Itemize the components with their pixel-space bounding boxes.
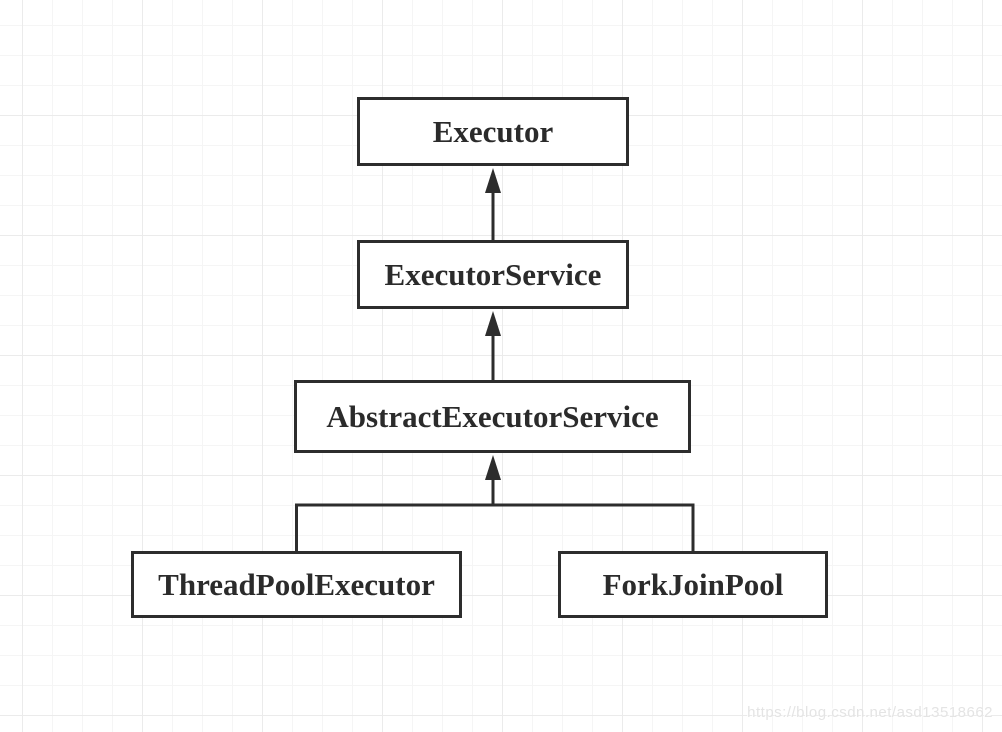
arrowhead-icon: [485, 168, 501, 193]
watermark: https://blog.csdn.net/asd13518662: [747, 704, 993, 721]
edge-abstractexecutorservice-to-executorservice: [485, 311, 501, 380]
node-thread-pool-executor: ThreadPoolExecutor: [131, 551, 462, 618]
arrowhead-icon: [485, 311, 501, 336]
edge-branch-to-abstractexecutorservice: [485, 455, 501, 505]
node-label: ThreadPoolExecutor: [158, 566, 435, 602]
node-executor-service: ExecutorService: [357, 240, 629, 309]
node-label: ExecutorService: [384, 256, 602, 292]
edge-executorservice-to-executor: [485, 168, 501, 240]
node-label: ForkJoinPool: [602, 566, 784, 602]
node-label: AbstractExecutorService: [326, 398, 659, 434]
node-fork-join-pool: ForkJoinPool: [558, 551, 828, 618]
node-executor: Executor: [357, 97, 629, 166]
node-label: Executor: [432, 113, 554, 149]
node-abstract-executor-service: AbstractExecutorService: [294, 380, 691, 453]
arrowhead-icon: [485, 455, 501, 480]
edge-branch-rail: [295, 503, 695, 551]
